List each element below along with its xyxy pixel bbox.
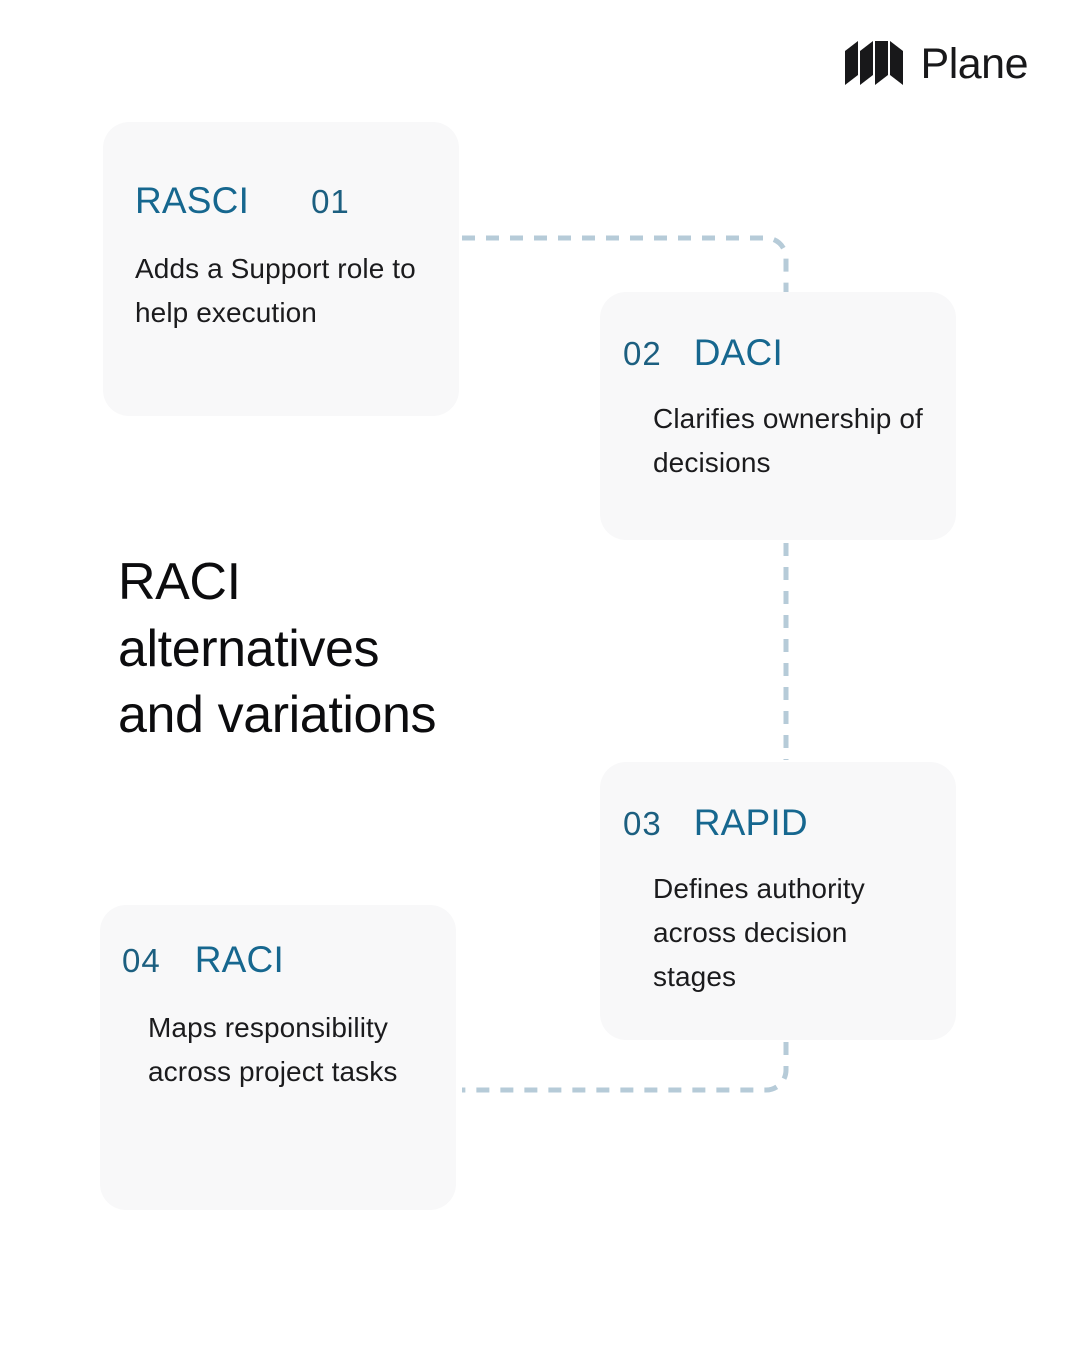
card-daci[interactable]: 02 DACI Clarifies ownership of decisions <box>600 292 956 540</box>
card-description: Adds a Support role to help execution <box>135 253 416 329</box>
connector-card3-card4 <box>462 1042 789 1093</box>
card-raci[interactable]: 04 RACI Maps responsibility across proje… <box>100 905 456 1210</box>
card-header: RASCI 01 <box>103 122 459 219</box>
card-title: DACI <box>693 332 783 373</box>
card-description: Clarifies ownership of decisions <box>653 403 923 479</box>
card-number: 02 <box>623 335 662 372</box>
brand-name: Plane <box>920 39 1029 88</box>
plane-logo-icon <box>844 41 903 85</box>
card-header: 02 DACI <box>600 292 956 371</box>
card-number: 01 <box>311 183 350 220</box>
card-header: 04 RACI <box>100 905 456 978</box>
card-header: 03 RAPID <box>600 762 956 841</box>
card-title: RASCI <box>135 180 250 221</box>
card-number: 03 <box>623 805 662 842</box>
card-rasci[interactable]: RASCI 01 Adds a Support role to help exe… <box>103 122 459 416</box>
card-rapid[interactable]: 03 RAPID Defines authority across decisi… <box>600 762 956 1040</box>
card-number: 04 <box>122 942 161 979</box>
brand-logo: Plane <box>844 39 1029 88</box>
card-description: Maps responsibility across project tasks <box>148 1012 398 1088</box>
card-title: RACI <box>194 939 284 980</box>
connector-card1-card2 <box>462 235 789 300</box>
card-title: RAPID <box>693 802 808 843</box>
card-description: Defines authority across decision stages <box>653 873 865 993</box>
